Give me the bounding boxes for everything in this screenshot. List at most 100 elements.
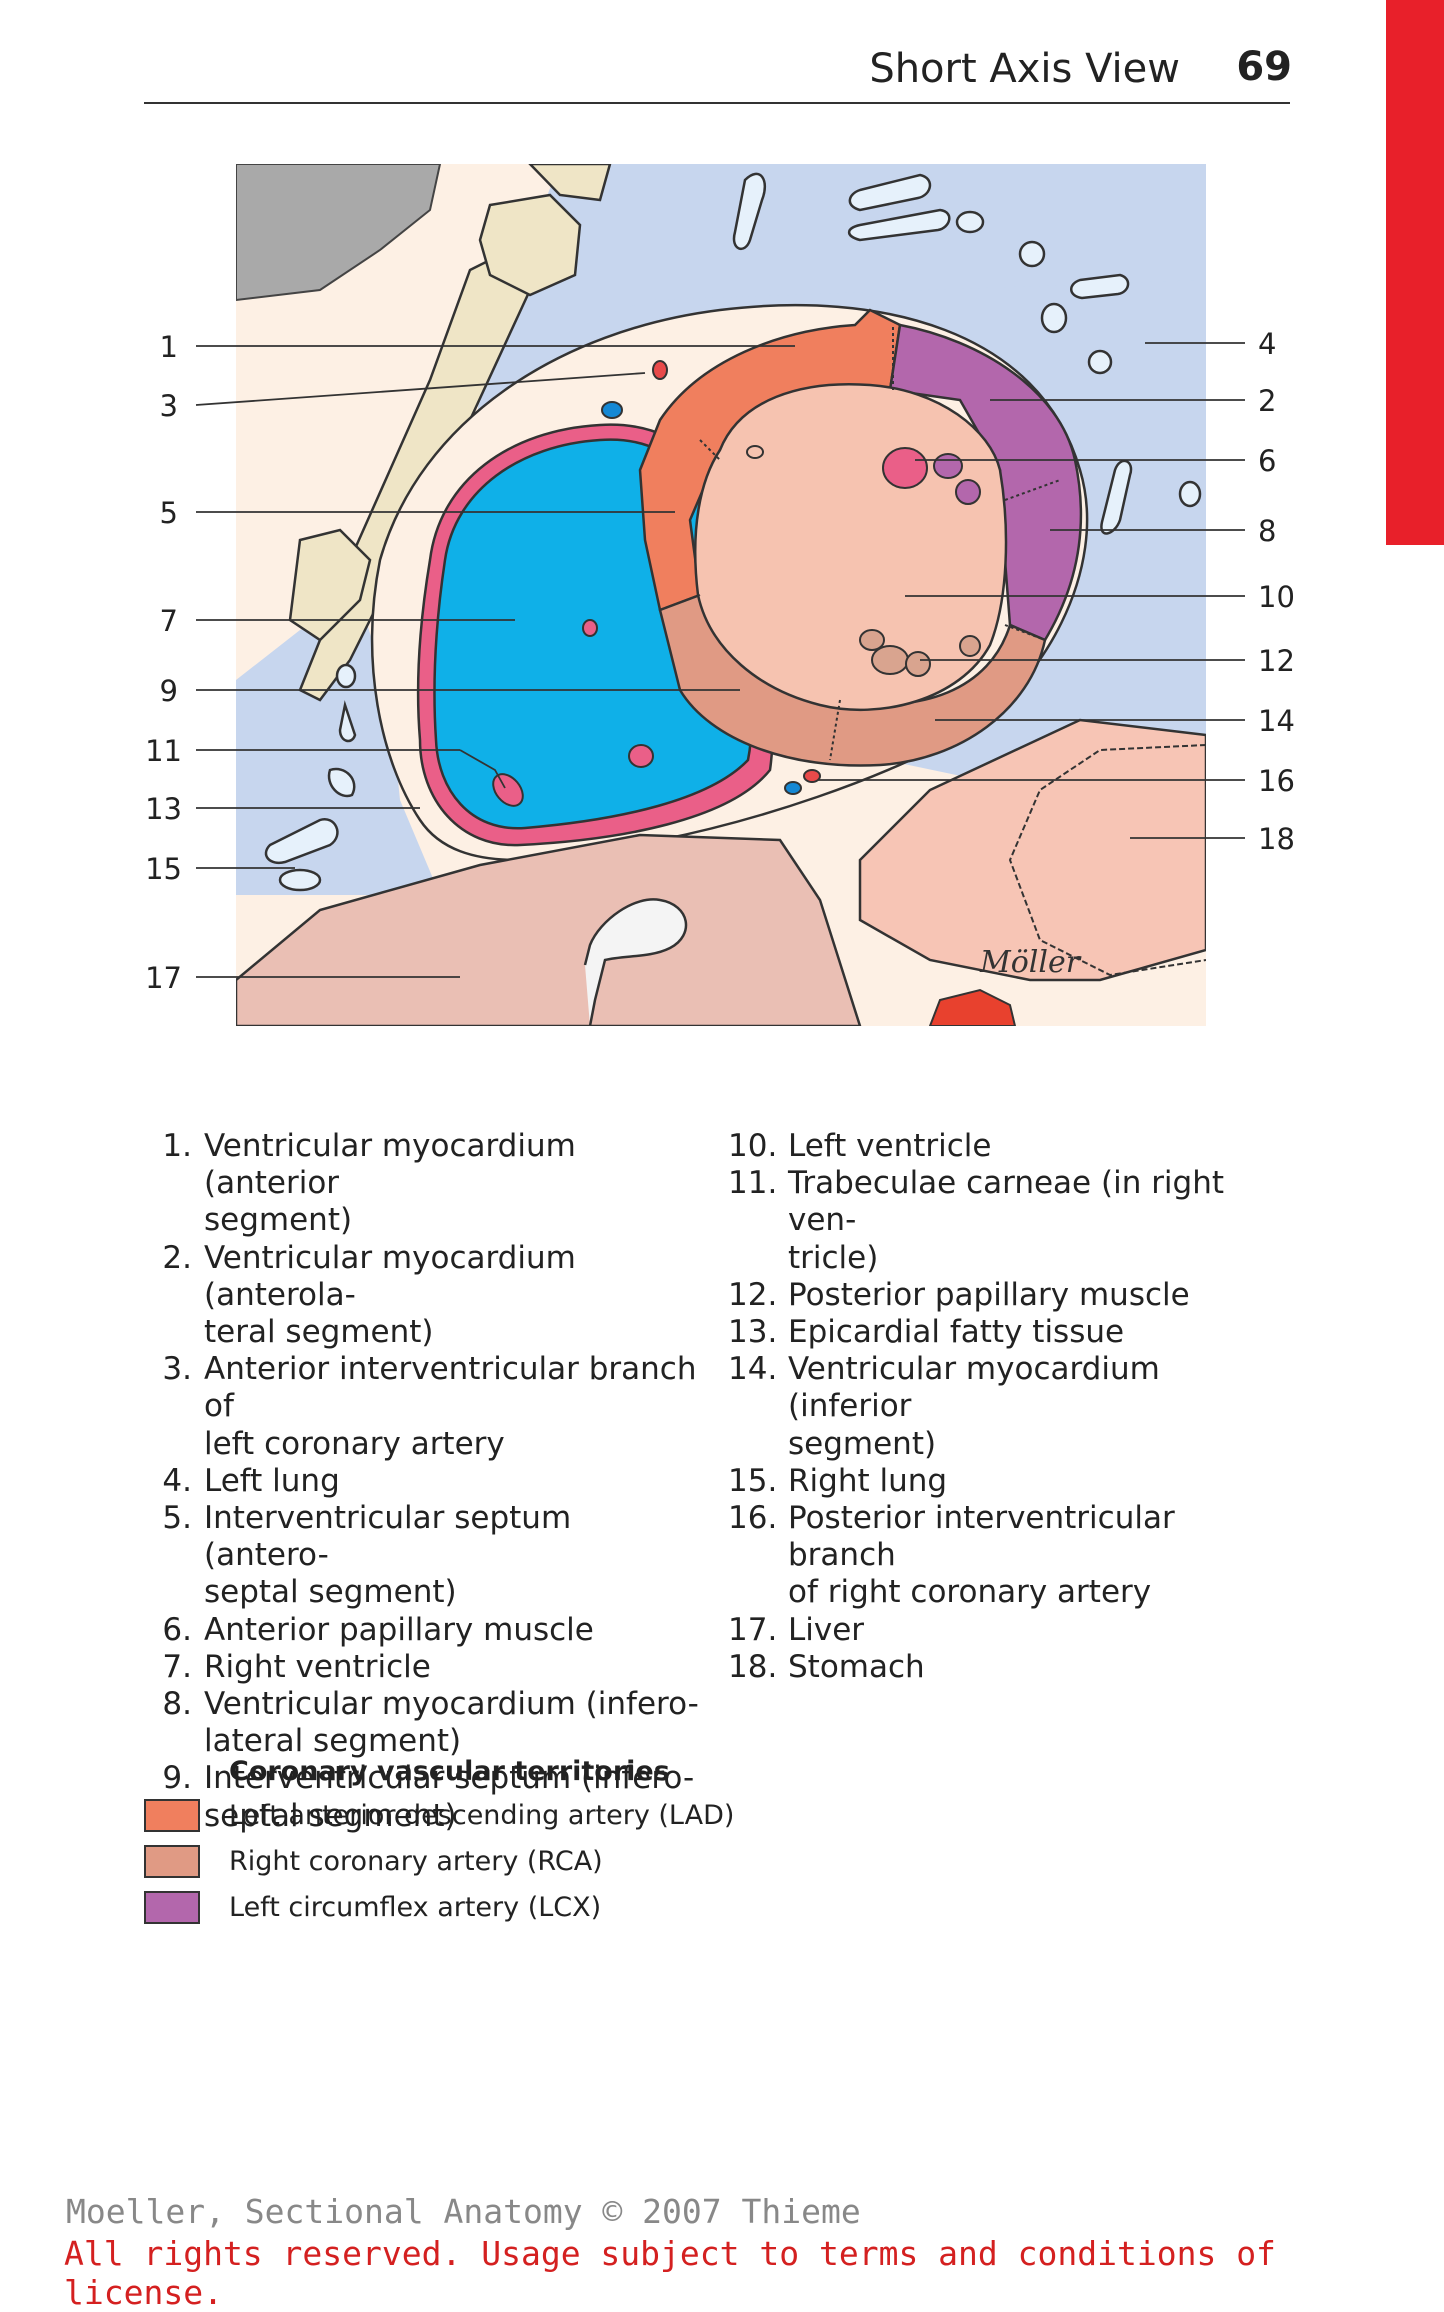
legend-item-text: Interventricular septum (infero- (204, 1760, 695, 1797)
coronary-territories-key: Coronary vascular territories Left anter… (144, 1752, 734, 1930)
legend-item-number: 11. (728, 1165, 778, 1202)
left-ventricle-cavity (693, 383, 1008, 712)
legend-item: 7.Right ventricle (144, 1649, 704, 1686)
lad-vein (601, 401, 623, 419)
legend-item-text: lateral segment) (204, 1723, 462, 1760)
callout-10: 10 (1258, 580, 1295, 614)
legend-item-text: Interventricular septum (antero- (204, 1500, 572, 1574)
territory-label-lcx: Left circumflex artery (LCX) (229, 1891, 602, 1923)
legend-item-text: Ventricular myocardium (inferior (788, 1351, 1160, 1425)
legend-item-number: 18. (728, 1648, 778, 1685)
territory-lad: Left anterior descending artery (LAD) (144, 1792, 734, 1838)
copyright-notice: Moeller, Sectional Anatomy © 2007 Thieme (66, 2192, 861, 2231)
legend-item: 4. Left lung (144, 1463, 704, 1500)
gray-structure (236, 164, 442, 302)
pd-vein (784, 781, 802, 795)
legend-item-text: Anterior interventricular branch of (204, 1351, 697, 1425)
legend-item-text: segment) (204, 1202, 353, 1239)
legend-item-number: 15. (728, 1462, 778, 1499)
callout-lines (195, 342, 1245, 978)
legend-item-number: 3. (162, 1351, 192, 1388)
legend-item: 12. Posterior papillary muscle (728, 1277, 1288, 1314)
callout-18: 18 (1258, 822, 1295, 856)
callout-3: 3 (160, 389, 178, 423)
pd-artery (803, 769, 821, 783)
anterior-papillary-muscle (882, 447, 928, 489)
territory-label-lad: Left anterior descending artery (LAD) (229, 1799, 735, 1831)
legend-item-text: septal segment) (204, 1574, 457, 1611)
legend-item-text: Ventricular myocardium (anterola- (204, 1239, 576, 1313)
header-rule (144, 102, 1290, 104)
callout-4: 4 (1258, 327, 1276, 361)
lung-vessels (264, 172, 1202, 892)
legend-item-number: 4. (162, 1462, 192, 1499)
red-structure (928, 988, 1017, 1026)
legend-list-right: 10. Left ventricle 11. Trabeculae carneae (… (728, 1128, 1288, 1686)
legend-item-text: left coronary artery (204, 1425, 505, 1462)
territory-lcx: Left circumflex artery (LCX) (144, 1884, 734, 1930)
legend-item-number: 17. (728, 1611, 778, 1648)
callout-5: 5 (160, 496, 178, 530)
legend-item-text: Right lung (788, 1462, 948, 1499)
page-header-title: Short Axis View (869, 46, 1180, 92)
legend-item-number: 16. (728, 1500, 778, 1537)
legend-item-number: 6. (162, 1611, 192, 1648)
legend-item-text: septal segment) (204, 1797, 457, 1834)
right-lung (236, 600, 440, 895)
liver (236, 833, 862, 1026)
legend-item-text: Ventricular myocardium (infero- (204, 1686, 699, 1723)
callout-numbers: 1 3 5 7 9 11 13 15 17 4 2 6 8 10 12 14 1… (145, 327, 1295, 995)
legend-item: 13. Epicardial fatty tissue (728, 1314, 1288, 1351)
legend-item: 9.Interventricular septum (infero-septal… (144, 1760, 704, 1834)
legend-item-number: 1. (162, 1128, 192, 1164)
stomach-inner-wall (1008, 744, 1206, 977)
legend-item-number: 10. (728, 1128, 778, 1164)
callout-7: 7 (160, 604, 178, 638)
callout-14: 14 (1258, 704, 1295, 738)
lad-swatch (144, 1798, 200, 1832)
page-number: 69 (1236, 44, 1292, 90)
legend-item-text: Posterior interventricular branch (788, 1500, 1175, 1574)
rca-swatch (144, 1844, 200, 1878)
rights-notice: All rights reserved. Usage subject to te… (64, 2234, 1276, 2312)
legend-item: 18.Stomach (728, 1649, 1288, 1686)
callout-13: 13 (145, 792, 182, 826)
legend-item-number: 5. (162, 1500, 192, 1537)
legend-item: 8.Ventricular myocardium (infero-lateral… (144, 1686, 704, 1760)
legend-item-text: Posterior papillary muscle (788, 1276, 1190, 1313)
legend-right-column: 10. Left ventricle 11. Trabeculae carneae (… (728, 1128, 1288, 1686)
hepatic-vein (583, 898, 688, 1026)
legend-item-text: Trabeculae carneae (in right ven- (788, 1165, 1225, 1239)
legend-item-text: Left ventricle (788, 1128, 992, 1164)
territory-rca: Right coronary artery (RCA) (144, 1838, 734, 1884)
callout-11: 11 (145, 734, 182, 768)
legend-item-number: 13. (728, 1314, 778, 1351)
callout-15: 15 (145, 852, 182, 886)
legend-item: 15. Right lung (728, 1463, 1288, 1500)
legend-item-text: Left lung (204, 1462, 340, 1499)
legend-item-number: 14. (728, 1351, 778, 1388)
legend-item: 5. Interventricular septum (antero-septal… (144, 1500, 704, 1612)
sternum-bone (478, 193, 582, 297)
legend-item-text: Epicardial fatty tissue (788, 1314, 1125, 1351)
lad-artery (652, 360, 668, 380)
callout-9: 9 (160, 674, 178, 708)
posterior-papillary-muscle (871, 645, 909, 675)
legend-item-number: 12. (728, 1276, 778, 1313)
anterior-papillary-muscle-2 (933, 453, 963, 479)
legend-item-text: Ventricular myocardium (anterior (204, 1128, 576, 1202)
callout-17: 17 (145, 961, 182, 995)
legend-item-number: 2. (162, 1239, 192, 1276)
legend-item: 2.Ventricular myocardium (anterola-teral… (144, 1240, 704, 1352)
territory-label-rca: Right coronary artery (RCA) (229, 1845, 603, 1877)
legend-item: 10. Left ventricle (728, 1128, 1288, 1165)
sternum-top (528, 164, 612, 202)
stomach (858, 718, 1206, 982)
legend-item-text: tricle) (788, 1239, 879, 1276)
territories-title: Coronary vascular territories (229, 1756, 670, 1787)
legend-item: 6.Anterior papillary muscle (144, 1612, 704, 1649)
